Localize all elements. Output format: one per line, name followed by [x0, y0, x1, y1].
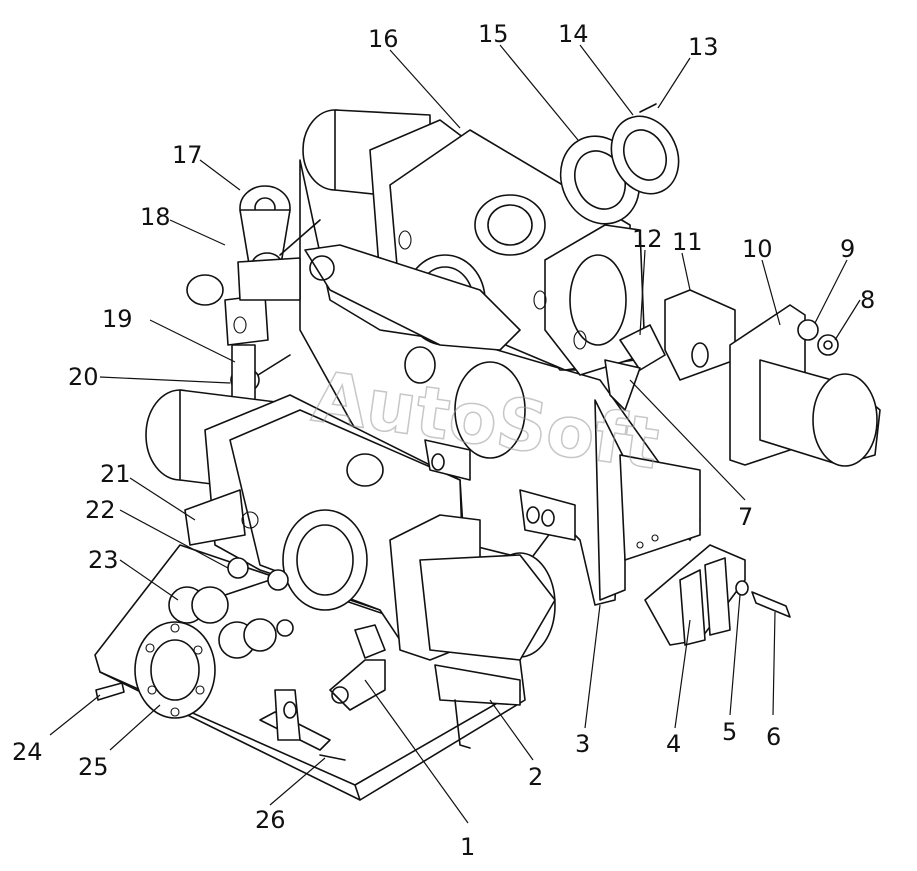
callout-13: 13: [688, 33, 719, 61]
callout-14: 14: [558, 20, 589, 48]
link-plate: [304, 244, 521, 351]
callout-12: 12: [632, 225, 663, 253]
callout-4: 4: [666, 730, 681, 758]
right-cylinder-assembly: [604, 289, 881, 467]
callout-16: 16: [368, 25, 399, 53]
frame-lugs: [424, 439, 576, 541]
lower-cylinder-housing: [145, 389, 556, 661]
rollers-and-pins: [168, 557, 346, 761]
base-bracket: [329, 624, 386, 711]
callout-labels: 1 2 3 4 5 6 7 8 9 10 11 12 13 14 15 16 1…: [12, 20, 875, 861]
callout-26: 26: [255, 806, 286, 834]
callout-8: 8: [860, 286, 875, 314]
callout-7: 7: [738, 503, 753, 531]
callout-25: 25: [78, 753, 109, 781]
lifting-lug-assembly: [186, 185, 321, 421]
callout-3: 3: [575, 730, 590, 758]
callout-21: 21: [100, 460, 131, 488]
callout-2: 2: [528, 763, 543, 791]
callout-22: 22: [85, 496, 116, 524]
callout-10: 10: [742, 235, 773, 263]
callout-5: 5: [722, 718, 737, 746]
callout-20: 20: [68, 363, 99, 391]
clamp-block: [644, 544, 791, 646]
callout-15: 15: [478, 20, 509, 48]
callout-18: 18: [140, 203, 171, 231]
callout-17: 17: [172, 141, 203, 169]
callout-9: 9: [840, 235, 855, 263]
callout-1: 1: [460, 833, 475, 861]
callout-24: 24: [12, 738, 43, 766]
callout-11: 11: [672, 228, 703, 256]
callout-6: 6: [766, 723, 781, 751]
main-frame-plate: [299, 159, 701, 606]
leader-lines: [49, 44, 861, 824]
callout-19: 19: [102, 305, 133, 333]
callout-23: 23: [88, 546, 119, 574]
